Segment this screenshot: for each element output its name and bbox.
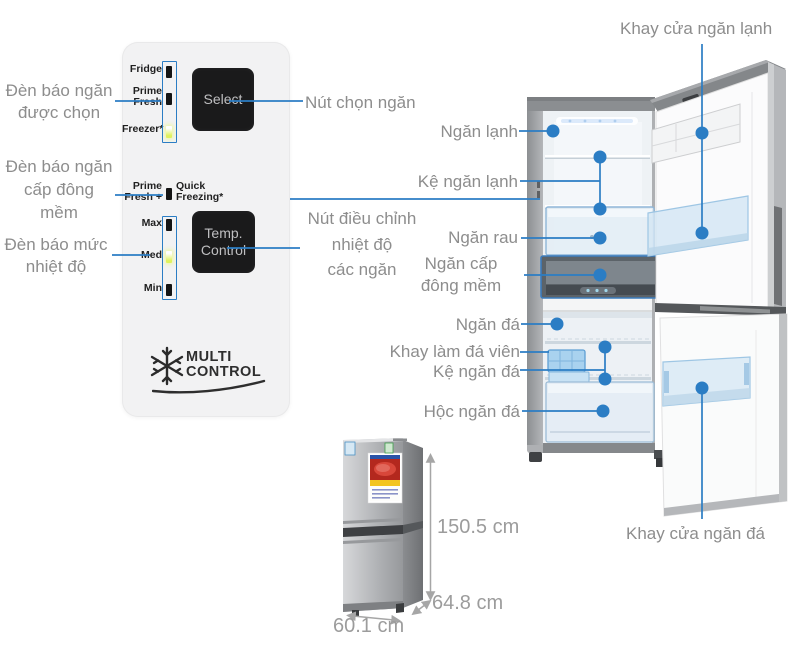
temp-control-button: Temp. Control: [192, 211, 255, 273]
callout-door-tray-bottom: Khay cửa ngăn đá: [626, 524, 765, 543]
callout-temp-note: Nút điều chỉnh nhiệt độ các ngăn: [307, 209, 417, 279]
freezer-door-open: [659, 313, 788, 517]
quick-freezing-label: Quick Freezing*: [176, 180, 224, 203]
callout-veg-drawer: Ngăn rau: [448, 228, 518, 247]
energy-label: [344, 441, 356, 456]
soft-freeze-drawer: [540, 255, 661, 299]
multi-control-logo: MULTI CONTROL: [186, 349, 262, 380]
callout-select-note: Nút chọn ngăn: [305, 93, 416, 112]
logo-swoosh: [152, 379, 266, 394]
small-fridge-illustration: [343, 438, 423, 617]
ice-cube-tray: [547, 349, 590, 383]
min-indicator-light: [166, 284, 172, 296]
callout-fridge-shelf: Kệ ngăn lạnh: [417, 172, 518, 191]
prime-fresh-indicator-label: Prime Fresh: [132, 85, 162, 108]
callout-ice-tray: Khay làm đá viên: [389, 342, 520, 361]
callout-temp-level-light: Đèn báo mức nhiệt độ: [4, 235, 108, 276]
compartment-lights-outline: [162, 61, 177, 143]
med-level-label: Med: [141, 249, 162, 261]
callout-freezer-compartment: Ngăn đá: [455, 315, 520, 334]
temp-lights-outline: [162, 216, 177, 300]
door-handle: [774, 206, 782, 306]
callout-freezer-drawer: Hộc ngăn đá: [423, 402, 520, 421]
vegetable-drawer: [545, 206, 655, 256]
width-dimension: 60.1 cm: [333, 615, 405, 637]
prime-fresh-indicator-light: [166, 93, 172, 105]
height-dimension: 150.5 cm: [437, 516, 520, 538]
soft-freeze-indicator-light: [166, 188, 172, 200]
callout-fridge-compartment: Ngăn lạnh: [440, 122, 518, 141]
freezer-shelves: [545, 338, 651, 380]
med-indicator-light: [166, 251, 172, 263]
door-tray-upper: [651, 103, 741, 164]
max-level-label: Max: [141, 217, 162, 229]
callout-soft-freeze-light: Đèn báo ngăn cấp đông mềm: [5, 157, 113, 222]
glass-shelves: [545, 155, 650, 209]
callout-soft-freeze-drawer: Ngăn cấp đông mềm: [420, 254, 502, 295]
led-light: [556, 117, 638, 125]
fridge-door-open: [647, 60, 786, 312]
control-panel: Fridge Prime Fresh Freezer* Select Prime…: [122, 42, 290, 417]
callout-freezer-shelf: Kệ ngăn đá: [433, 362, 520, 381]
snowflake-icon: [150, 346, 184, 386]
freezer-drawer: [545, 381, 655, 443]
green-label: [384, 442, 394, 454]
door-tray-freezer: [662, 356, 751, 407]
freezer-indicator-label: Freezer*: [122, 123, 164, 135]
select-button: Select: [192, 68, 254, 131]
big-fridge-illustration: [527, 60, 788, 517]
promo-sticker: [367, 452, 403, 504]
callout-selected-compartment-light: Đèn báo ngăn được chọn: [5, 81, 113, 122]
callout-door-tray-top: Khay cửa ngăn lạnh: [620, 19, 773, 38]
brand-logo: [393, 438, 407, 441]
freezer-indicator-light: [166, 126, 172, 138]
max-indicator-light: [166, 219, 172, 231]
door-tray-lower: [647, 195, 749, 257]
fridge-indicator-label: Fridge: [129, 63, 162, 75]
fridge-indicator-light: [166, 66, 172, 78]
min-level-label: Min: [143, 282, 162, 294]
depth-dimension: 64.8 cm: [432, 592, 504, 614]
dimension-arrows: [346, 453, 436, 625]
prime-fresh-plus-label: Prime Fresh +: [124, 180, 162, 203]
callout-dots: [546, 124, 709, 418]
